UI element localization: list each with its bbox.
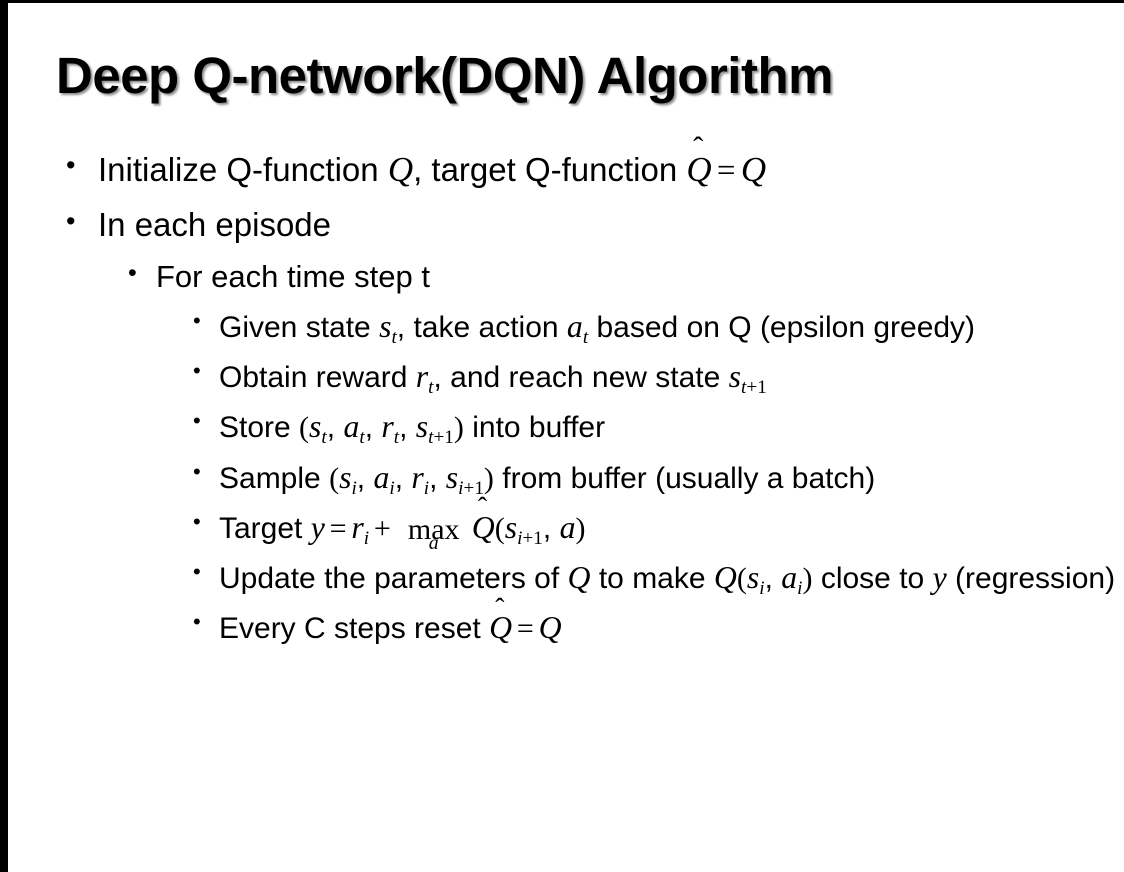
bullet-store-buffer: • Store (st, at, rt, st+1) into buffer [0, 406, 1124, 450]
page-title: Deep Q-network(DQN) Algorithm [56, 47, 833, 104]
bullet-marker-icon: • [193, 458, 201, 484]
bullet-text: Sample (si, ai, ri, si+1) from buffer (u… [219, 459, 876, 499]
slide-top-edge-bar [0, 0, 1124, 3]
math-variable: s [339, 459, 352, 495]
math-subscript: t [428, 376, 434, 398]
math-subscript: t [321, 426, 327, 448]
math-variable: r [381, 409, 394, 445]
math-variable: s [746, 560, 760, 596]
math-subscript: t+1 [741, 376, 767, 398]
bullet-text: Obtain reward rt, and reach new state st… [219, 358, 767, 398]
bullet-obtain-reward: •Obtain reward rt, and reach new state s… [0, 356, 1124, 400]
math-variable: s [445, 459, 459, 495]
math-variable: Q [387, 150, 414, 189]
bullet-sample-buffer: • Sample (si, ai, ri, si+1) from buffer (… [0, 457, 1124, 501]
math-paren: ( [329, 461, 340, 495]
math-variable: r [411, 459, 424, 495]
math-subscript: t [359, 426, 365, 448]
math-variable: a [559, 509, 576, 545]
math-operator: = [329, 511, 347, 545]
math-variable: r [415, 358, 429, 394]
math-variable: y [932, 560, 947, 596]
math-paren: ) [453, 411, 464, 445]
math-paren: ) [802, 562, 813, 596]
bullet-initialize: • Initialize Q-function Q, target Q-funct… [0, 130, 1124, 193]
bullet-text: Store (st, at, rt, st+1) into buffer [219, 409, 606, 448]
math-variable: r [351, 509, 364, 545]
slide-left-edge-bar [0, 0, 8, 872]
math-variable: s [309, 409, 322, 445]
math-subscript: t [582, 326, 589, 348]
math-variable: Q [740, 150, 767, 189]
bullet-marker-icon: • [193, 609, 201, 635]
math-subscript: i [351, 477, 357, 499]
bullet-update-parameters: • Update the parameters of Q to make Q(si… [0, 557, 1124, 601]
math-variable: s [415, 409, 429, 445]
math-subscript: i+1 [458, 477, 484, 499]
bullet-in-each-episode: • In each episode [0, 204, 1124, 246]
math-subscript: i+1 [517, 527, 543, 549]
bullet-text: Initialize Q-function Q, target Q-functi… [98, 130, 1124, 193]
math-variable: s [379, 308, 392, 344]
math-subscript: t [393, 426, 400, 448]
math-variable: a [781, 560, 798, 596]
math-variable: Q [538, 610, 562, 646]
math-paren: ) [483, 461, 494, 495]
math-subscript: i [797, 577, 803, 599]
bullet-text: Given state st, take action at based on … [219, 308, 976, 348]
bullet-marker-icon: • [193, 357, 201, 383]
math-variable: a [566, 308, 583, 344]
math-variable: s [728, 358, 742, 394]
bullet-list: • Initialize Q-function Q, target Q-funct… [0, 130, 1124, 656]
math-paren: ( [736, 562, 747, 596]
bullet-text: In each episode [98, 205, 332, 243]
math-paren: ( [299, 411, 310, 445]
bullet-marker-icon: • [128, 259, 137, 287]
math-paren: ) [575, 511, 586, 545]
bullet-text: For each time step t [156, 259, 430, 294]
math-operator: = [516, 612, 534, 646]
math-operator: = [716, 153, 736, 189]
math-paren: ( [494, 511, 505, 545]
math-variable: a [373, 459, 390, 495]
bullet-given-state: •Given state st, take action at based on… [0, 306, 1124, 350]
math-variable: y [310, 509, 325, 545]
math-subscript: i [363, 527, 370, 549]
bullet-text: Update the parameters of Q to make Q(si,… [219, 560, 1116, 599]
bullet-marker-icon: • [193, 408, 201, 434]
math-subscript: t+1 [428, 426, 454, 448]
bullet-for-each-time-step: • For each time step t [0, 257, 1124, 297]
math-subscript: i [389, 477, 395, 499]
math-subscript: i [759, 577, 765, 599]
math-variable: Q [567, 560, 591, 596]
math-variable: Q [713, 560, 737, 596]
bullet-marker-icon: • [66, 150, 76, 180]
math-subscript: i [423, 477, 430, 499]
bullet-marker-icon: • [193, 559, 201, 585]
bullet-marker-icon: • [66, 205, 76, 236]
math-variable: a [343, 409, 360, 445]
bullet-marker-icon: • [193, 508, 201, 534]
bullet-marker-icon: • [193, 307, 201, 333]
math-subscript: t [391, 326, 397, 348]
math-variable: s [504, 509, 518, 545]
math-operator: + [373, 511, 391, 545]
